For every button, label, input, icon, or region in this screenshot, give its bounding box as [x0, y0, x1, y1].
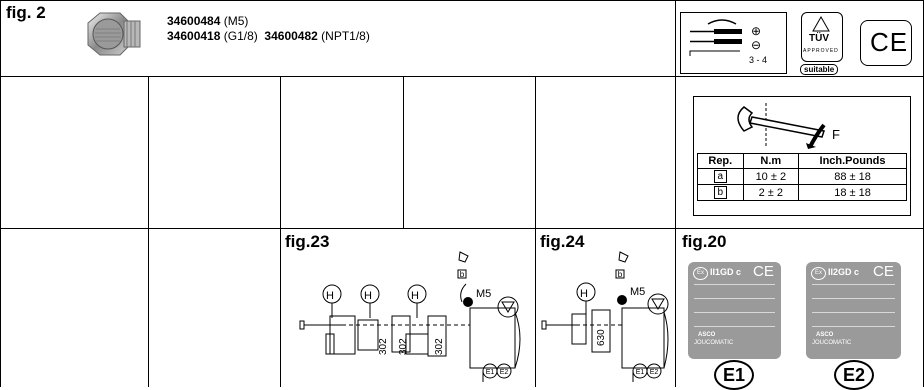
fig2-code-line1: 34600484 (M5): [167, 14, 370, 29]
fig23-title: fig.23: [285, 232, 330, 251]
fig24-title: fig.24: [540, 232, 585, 251]
torque-cell-inch: 88 ± 18: [798, 168, 907, 185]
phillips-symbol: ⊕: [751, 24, 762, 38]
screwdriver-icon: [689, 19, 742, 56]
fig23-diagram: H H H b M5 302 302 302 E1 E2: [299, 251, 521, 382]
torque-cell-nm: 10 ± 2: [742, 168, 800, 185]
grid-v3: [403, 76, 404, 228]
plate2-row: [812, 326, 895, 327]
tuv-badge: TÜV APPROVED suitable: [793, 12, 851, 75]
fig23-m5-label: M5: [476, 288, 491, 300]
ex-mark-1: Ex: [693, 267, 708, 280]
ex-mark-2: Ex: [811, 267, 826, 280]
torque-cell-inch: 18 ± 18: [798, 184, 907, 201]
fig2-note-npt18: (NPT1/8): [321, 29, 370, 43]
plate2-ce: CE: [873, 263, 894, 280]
grid-border-left: [0, 0, 1, 387]
fig24-diagram: H b M5 630 E1 E2: [541, 251, 669, 382]
fig24-b-label: b: [618, 270, 623, 279]
fig23-302-c: 302: [434, 338, 445, 355]
torque-row: a 10 ± 2 88 ± 18: [697, 168, 907, 185]
fig23-e2: E2: [500, 369, 509, 376]
grid-v1: [148, 76, 149, 387]
tuv-frame: [801, 12, 843, 62]
rep-box-a: a: [713, 170, 727, 183]
tuv-suitable: suitable: [800, 64, 839, 75]
ce-mark-box: CE: [860, 20, 912, 66]
plate2-row: [812, 298, 895, 299]
torque-table: Rep. N.m Inch.Pounds a 10 ± 2 88 ± 18 b …: [697, 153, 907, 201]
wrench-size: 3 - 4: [749, 55, 768, 65]
plate1-row: [694, 326, 775, 327]
fig23-b-label: b: [460, 270, 465, 279]
torque-header-row: Rep. N.m Inch.Pounds: [697, 153, 907, 169]
grid-v2: [280, 76, 281, 387]
grid-v-right-col: [675, 0, 676, 387]
nameplate-e2: Ex II2GD c CE ASCO JOUCOMATIC: [806, 262, 901, 359]
fig23-302-b: 302: [398, 338, 409, 355]
e1-circle: E1: [714, 360, 754, 390]
plate2-row: [812, 312, 895, 313]
fig2-title: fig. 2: [6, 3, 46, 22]
tuv-triangle-icon: [812, 16, 830, 32]
torque-cell-rep: a: [697, 168, 744, 185]
torque-cell-rep: b: [697, 184, 744, 201]
plate1-ce: CE: [753, 263, 774, 280]
fig23-302-a: 302: [378, 338, 389, 355]
tools-box: ⊕ ⊖ 3 - 4: [680, 12, 787, 74]
rep-box-b: b: [713, 186, 727, 199]
torque-row: b 2 ± 2 18 ± 18: [697, 184, 907, 201]
fig24-630: 630: [596, 329, 607, 346]
plate1-row: [694, 312, 775, 313]
fig2-note-m5: (M5): [223, 14, 249, 28]
grid-h2: [0, 228, 924, 229]
fig2-code-line2: 34600418 (G1/8) 34600482 (NPT1/8): [167, 29, 370, 44]
fig23-e1: E1: [486, 369, 495, 376]
fig23-h-3: H: [411, 290, 419, 302]
torque-header-nm: N.m: [742, 153, 800, 169]
plate1-code: II1GD c: [710, 267, 742, 277]
wrench-torque-icon: [737, 103, 826, 149]
fitting-image: [87, 12, 141, 56]
fig2-codes: 34600484 (M5) 34600418 (G1/8) 34600482 (…: [167, 14, 370, 44]
torque-box: F Rep. N.m Inch.Pounds a 10 ± 2 88 ± 18 …: [693, 96, 911, 216]
fig24-e2: E2: [650, 369, 659, 376]
fig2-code-34600418: 34600418: [167, 29, 221, 43]
plate2-code: II2GD c: [828, 267, 860, 277]
fig24-e1: E1: [636, 369, 645, 376]
grid-border-top: [0, 0, 924, 1]
plate2-sub: JOUCOMATIC: [812, 340, 852, 346]
tuv-label: TÜV: [809, 33, 829, 44]
fig24-m5-label: M5: [630, 286, 645, 298]
tuv-approved: APPROVED: [803, 48, 839, 54]
fig2-code-34600484: 34600484: [167, 14, 221, 28]
grid-v4: [535, 76, 536, 387]
plate1-row: [694, 284, 775, 285]
plate1-brand: ASCO: [698, 332, 716, 338]
torque-force-label: F: [832, 127, 840, 142]
plate1-sub: JOUCOMATIC: [694, 340, 734, 346]
e2-circle: E2: [834, 360, 874, 390]
fig2-code-34600482: 34600482: [264, 29, 318, 43]
torque-header-inch: Inch.Pounds: [798, 153, 907, 169]
nameplate-e1: Ex II1GD c CE ASCO JOUCOMATIC: [688, 262, 781, 359]
plate2-brand: ASCO: [816, 332, 834, 338]
grid-h1: [0, 76, 924, 77]
plate1-row: [694, 298, 775, 299]
plate2-row: [812, 284, 895, 285]
flat-symbol: ⊖: [751, 38, 762, 52]
fig24-h: H: [580, 288, 588, 300]
torque-cell-nm: 2 ± 2: [742, 184, 800, 201]
fig23-h-1: H: [326, 290, 334, 302]
ce-mark: CE: [870, 27, 909, 57]
fig20-title: fig.20: [682, 232, 727, 251]
fig23-h-2: H: [364, 290, 372, 302]
torque-header-rep: Rep.: [697, 153, 744, 169]
fig2-note-g18: (G1/8): [223, 29, 258, 43]
